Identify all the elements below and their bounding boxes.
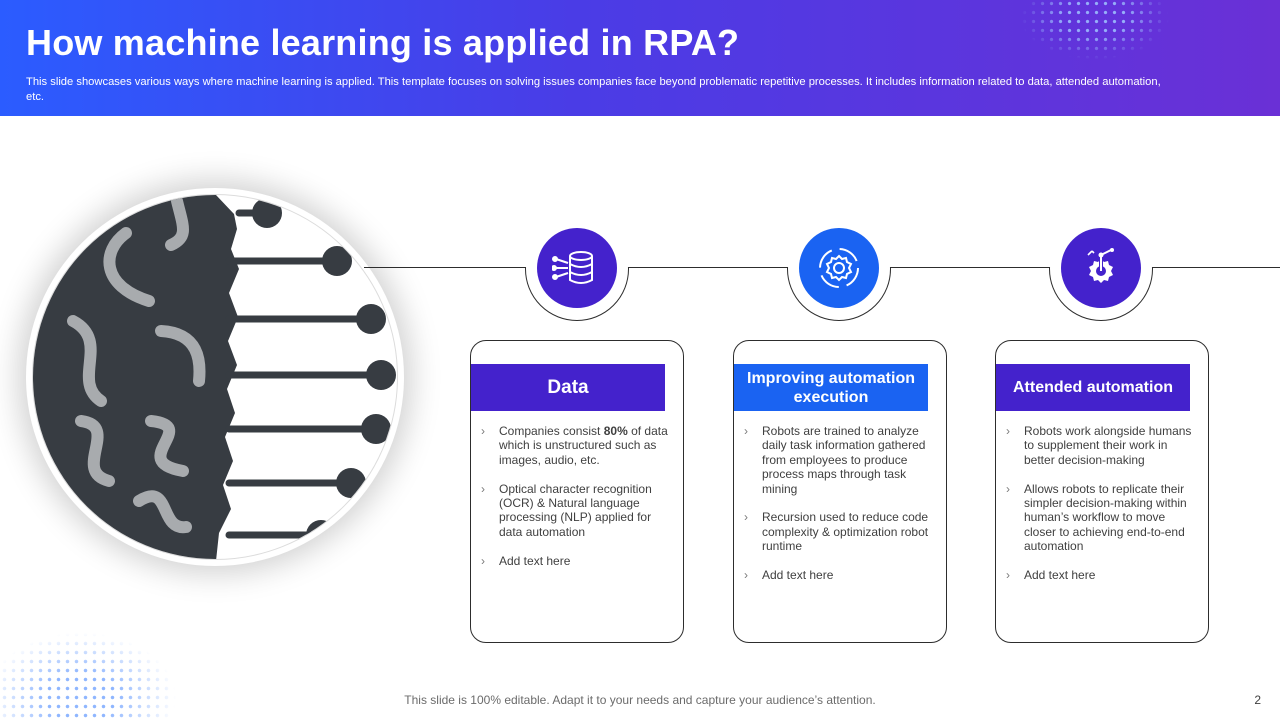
header-banner: How machine learning is applied in RPA? …	[0, 0, 1280, 116]
chevron-right-icon: ›	[744, 424, 748, 438]
card-title: Data	[471, 364, 665, 411]
decorative-dots	[0, 630, 180, 720]
bullet-list: ›Robots work alongside humans to supplem…	[1006, 424, 1198, 597]
chevron-right-icon: ›	[481, 424, 485, 438]
card-improving-automation: Improving automation execution ›Robots a…	[733, 340, 947, 643]
list-item: ›Robots are trained to analyze daily tas…	[744, 424, 926, 496]
decorative-dots	[1020, 0, 1170, 60]
bullet-list: ›Robots are trained to analyze daily tas…	[744, 424, 936, 597]
slide-subtitle: This slide showcases various ways where …	[26, 76, 1161, 103]
list-item: ›Companies consist 80% of data which is …	[481, 424, 668, 467]
bullet-list: ›Companies consist 80% of data which is …	[481, 424, 673, 582]
list-item: ›Allows robots to replicate their simple…	[1006, 481, 1187, 554]
chevron-right-icon: ›	[481, 553, 485, 568]
list-item: ›Add text here	[744, 568, 834, 583]
page-number: 2	[1254, 693, 1261, 707]
list-item: ›Add text here	[1006, 568, 1096, 583]
database-network-icon	[537, 228, 617, 308]
card-title: Improving automation execution	[734, 364, 928, 411]
gear-automation-icon	[799, 228, 879, 308]
list-item: ›Optical character recognition (OCR) & N…	[481, 481, 652, 539]
card-title: Attended automation	[996, 364, 1190, 411]
card-data: Data ›Companies consist 80% of data whic…	[470, 340, 684, 643]
chevron-right-icon: ›	[481, 481, 485, 496]
chevron-right-icon: ›	[1006, 568, 1010, 583]
chevron-right-icon: ›	[1006, 424, 1010, 438]
footer-note: This slide is 100% editable. Adapt it to…	[404, 693, 876, 707]
slide-title: How machine learning is applied in RPA?	[26, 22, 740, 63]
card-attended-automation: Attended automation ›Robots work alongsi…	[995, 340, 1209, 643]
chevron-right-icon: ›	[1006, 481, 1010, 496]
gear-robot-arm-icon	[1061, 228, 1141, 308]
chevron-right-icon: ›	[744, 568, 748, 583]
brain-circuit-icon	[33, 195, 396, 559]
list-item: ›Recursion used to reduce code complexit…	[744, 510, 929, 554]
chevron-right-icon: ›	[744, 510, 748, 525]
list-item: ›Robots work alongside humans to supplem…	[1006, 424, 1192, 467]
list-item: ›Add text here	[481, 553, 571, 568]
brain-illustration	[32, 194, 398, 560]
